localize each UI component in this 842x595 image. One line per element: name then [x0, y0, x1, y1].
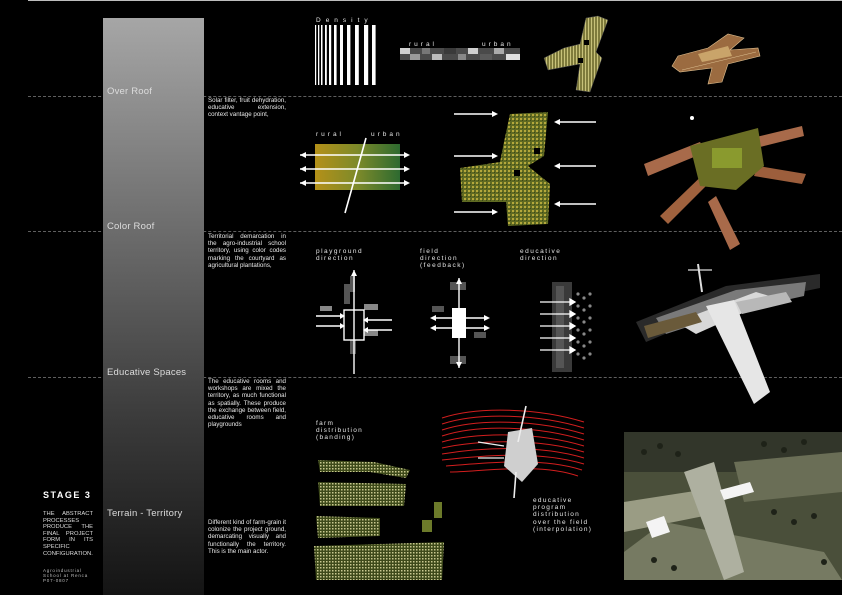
program-interpolation-diagram	[441, 405, 585, 499]
top-rule	[28, 0, 842, 1]
row-label-terrain: Terrain - Territory	[107, 508, 183, 519]
project-credit: Agroindustrial School at Renca P07-0807	[43, 568, 89, 583]
farm-distribution-label: farm distribution (banding)	[316, 420, 364, 442]
urban-label: urban	[371, 131, 403, 138]
playground-direction-label: playground direction	[316, 248, 364, 263]
row-label-educative-spaces: Educative Spaces	[107, 367, 187, 378]
row-label-color-roof: Color Roof	[107, 221, 155, 232]
color-roof-plan	[454, 111, 596, 226]
over-roof-axonometric	[671, 33, 761, 85]
program-distribution-label: educative program distribution over the …	[533, 497, 593, 533]
educative-direction-diagram	[540, 282, 592, 372]
over-roof-plan	[543, 15, 609, 93]
field-direction-diagram	[430, 278, 490, 368]
stage-title: STAGE 3	[43, 490, 92, 500]
row-divider	[28, 377, 842, 378]
farm-banding-diagram	[314, 460, 444, 580]
color-roof-axonometric	[644, 116, 806, 250]
density-label: Density	[316, 17, 373, 24]
rural-urban-pixel-strip	[400, 48, 520, 60]
rural-label: rural	[409, 41, 438, 48]
stage-gradient-bar	[103, 18, 204, 595]
field-direction-label: field direction (feedback)	[420, 248, 466, 270]
rural-label: rural	[316, 131, 345, 138]
stage-description: THE ABSTRACT PROCESSES PRODUCE THE FINAL…	[43, 511, 93, 557]
row-description-educative-spaces: The educative rooms and workshops are mi…	[208, 378, 286, 429]
density-barcode	[314, 25, 376, 85]
playground-direction-diagram	[316, 270, 392, 374]
row-divider	[28, 231, 842, 232]
row-description-terrain: Different kind of farm-grain it colonize…	[208, 519, 286, 555]
color-gradient-diagram	[300, 137, 410, 214]
educative-spaces-render	[636, 263, 820, 404]
row-divider	[28, 96, 842, 97]
educative-direction-label: educative direction	[520, 248, 562, 263]
terrain-aerial-render	[624, 432, 842, 580]
urban-label: urban	[482, 41, 514, 48]
row-description-over-roof: Solar filter, fruit dehydration, educati…	[208, 97, 286, 119]
row-description-color-roof: Territorial demarcation in the agro-indu…	[208, 233, 286, 269]
row-label-over-roof: Over Roof	[107, 86, 153, 97]
